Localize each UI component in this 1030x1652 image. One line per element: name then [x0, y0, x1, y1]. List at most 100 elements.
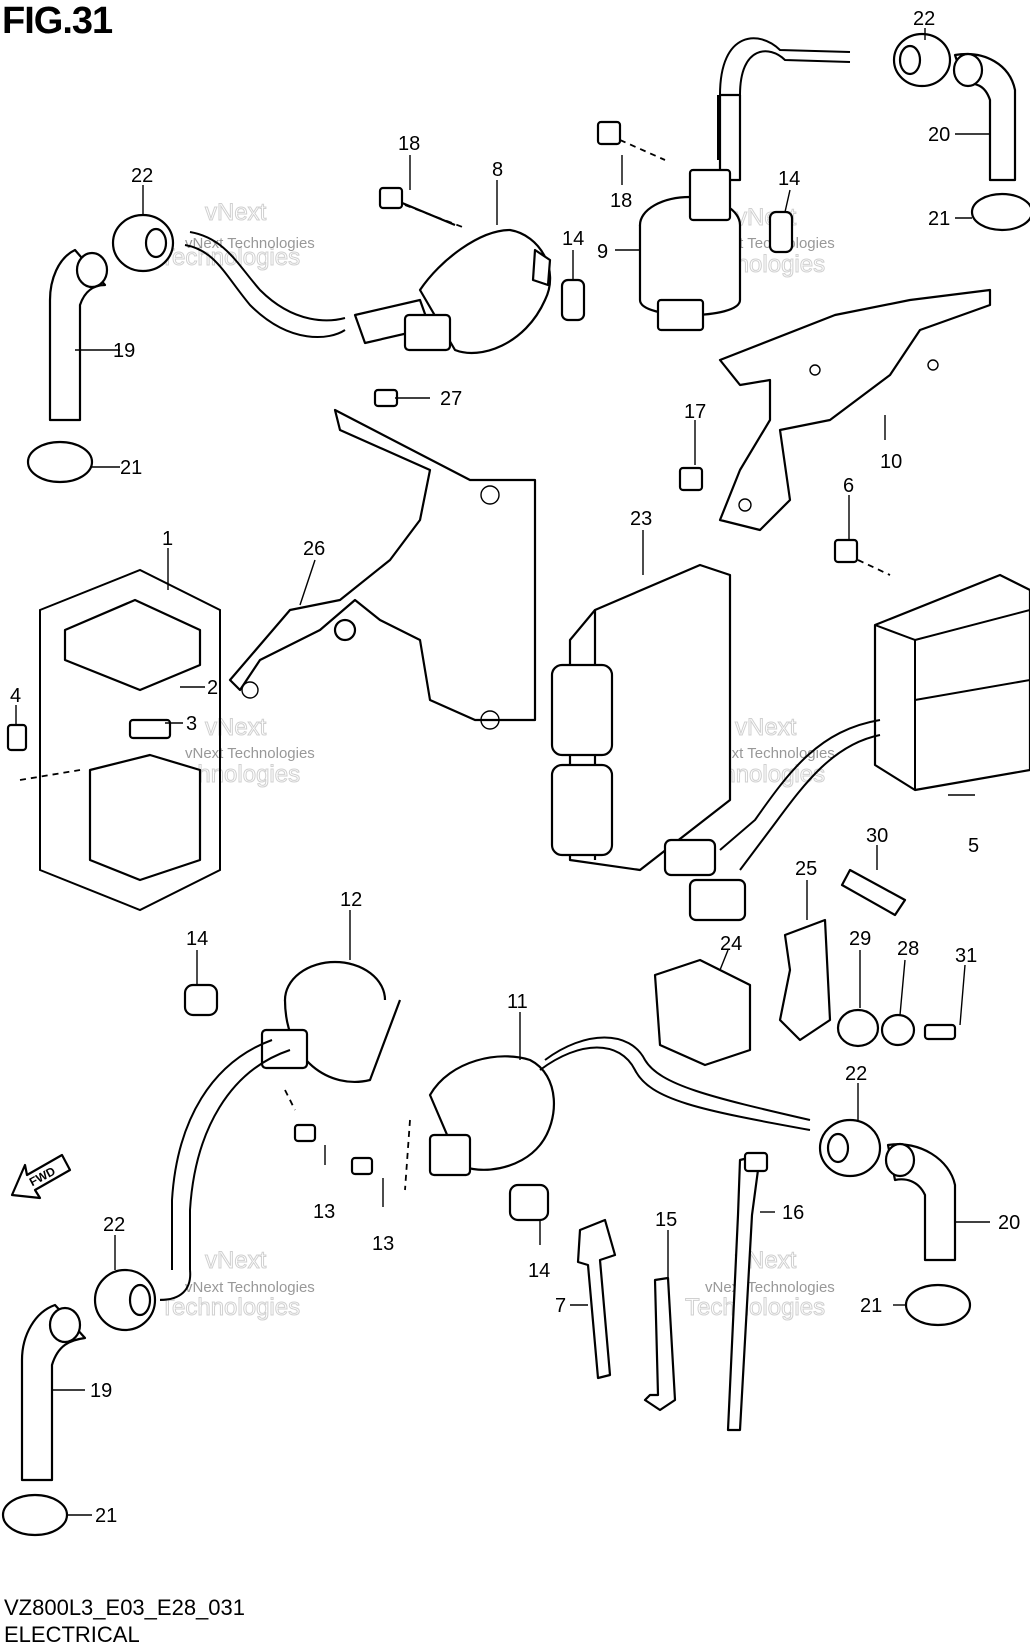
spacer-30: [840, 868, 907, 917]
part-bracket-10: [678, 288, 992, 532]
callout-14: 14: [186, 928, 208, 950]
callout-14: 14: [562, 228, 584, 250]
watermark-large-2: Technologies: [160, 1294, 300, 1321]
leader-lines: [15, 28, 990, 1516]
watermark-large-1: vNext: [205, 199, 267, 226]
callout-3: 3: [186, 713, 197, 735]
spacer-14-bottom: [508, 1183, 550, 1222]
seal-21-left-top: [26, 440, 94, 484]
part-relay-assembly-1: [6, 568, 221, 912]
watermark-small: vNext Technologies: [185, 745, 315, 762]
callout-22: 22: [103, 1214, 125, 1236]
figure-title: FIG.31: [2, 0, 113, 42]
part-plug-cap-19-top: [26, 213, 346, 484]
watermark-large-2: Technologies: [160, 244, 300, 271]
collar-28: [880, 1013, 916, 1047]
callout-23: 23: [630, 508, 652, 530]
callout-14: 14: [528, 1260, 550, 1282]
callout-17: 17: [684, 401, 706, 423]
callout-22: 22: [845, 1063, 867, 1085]
spacer-14-mid: [560, 278, 586, 322]
callout-18: 18: [398, 133, 420, 155]
callout-29: 29: [849, 928, 871, 950]
callout-11: 11: [507, 991, 528, 1013]
callout-10: 10: [880, 451, 902, 473]
watermark-large-2: Technologies: [685, 1294, 825, 1321]
callout-4: 4: [10, 685, 21, 707]
connector-24: [653, 958, 752, 1067]
bolt-18-right-head: [596, 120, 622, 146]
seal-21-bottom-right: [904, 1283, 972, 1327]
part-ecm-23: [550, 563, 732, 872]
fwd-arrow: FWD: [10, 1153, 72, 1200]
plug-cap-19-bottom: [20, 1303, 87, 1482]
callout-2: 2: [207, 677, 218, 699]
callout-21: 21: [860, 1295, 882, 1317]
watermark-small: vNext Technologies: [185, 1279, 315, 1296]
watermark-large-1: vNext: [205, 714, 267, 741]
seal-21-bottom-left: [1, 1493, 69, 1537]
callout-7: 7: [555, 1295, 566, 1317]
diagram-code: VZ800L3_E03_E28_031: [4, 1595, 245, 1620]
callout-13: 13: [372, 1233, 394, 1255]
bolt-13-a-head: [293, 1123, 317, 1143]
seal-21-top: [970, 192, 1030, 232]
part-plug-cap-19-bottom: [1, 1268, 192, 1537]
watermark-small: vNext Technologies: [185, 235, 315, 252]
callout-20: 20: [928, 124, 950, 146]
clamp-15: [643, 1276, 677, 1412]
callout-5: 5: [968, 835, 979, 857]
callout-21: 21: [928, 208, 950, 230]
part-ignition-coil-9: [560, 95, 794, 332]
callout-19: 19: [90, 1380, 112, 1402]
bracket-25: [778, 918, 832, 1042]
watermark-large-1: vNext: [735, 714, 797, 741]
callout-20: 20: [998, 1212, 1020, 1234]
callout-22: 22: [131, 165, 153, 187]
bolt-31: [923, 1023, 957, 1041]
callout-21: 21: [120, 457, 142, 479]
callout-28: 28: [897, 938, 919, 960]
grommet-29: [836, 1008, 880, 1048]
screw-27-head: [373, 388, 399, 408]
clamp-7: [576, 1218, 617, 1380]
bolt-13-b-head: [350, 1156, 374, 1176]
callout-8: 8: [492, 159, 503, 181]
part-small-hardware: [653, 868, 957, 1067]
part-plug-cap-20-bottom: [818, 1118, 972, 1327]
watermark-small: vNext Technologies: [705, 1279, 835, 1296]
part-ignition-coil-12: [171, 960, 402, 1270]
bolt-17-head: [678, 466, 704, 492]
callout-30: 30: [866, 825, 888, 847]
callout-15: 15: [655, 1209, 677, 1231]
watermark-large-1: vNext: [205, 1247, 267, 1274]
callout-6: 6: [843, 475, 854, 497]
callout-22: 22: [913, 8, 935, 30]
part-ignition-coil-8: [353, 186, 552, 354]
diagram-section-label: ELECTRICAL: [4, 1622, 140, 1647]
spacer-14-right: [768, 210, 794, 254]
part-regulator-5: [663, 538, 1030, 922]
bolt-4: [6, 723, 28, 752]
watermark-small: vNext Technologies: [705, 745, 835, 762]
callout-9: 9: [597, 241, 608, 263]
callout-1: 1: [162, 528, 173, 550]
callout-12: 12: [340, 889, 362, 911]
callout-31: 31: [955, 945, 977, 967]
bolt-6-head: [833, 538, 859, 564]
part-plug-cap-20-top: [718, 32, 1030, 232]
callout-18: 18: [610, 190, 632, 212]
callout-25: 25: [795, 858, 817, 880]
callout-24: 24: [720, 933, 742, 955]
callout-21: 21: [95, 1505, 117, 1527]
part-bracket-26: [228, 388, 537, 730]
bolt-18-head: [378, 186, 404, 210]
spacer-14-left: [183, 983, 219, 1017]
callout-26: 26: [303, 538, 325, 560]
callout-19: 19: [113, 340, 135, 362]
callout-27: 27: [440, 388, 462, 410]
callout-16: 16: [782, 1202, 804, 1224]
callout-14: 14: [778, 168, 800, 190]
part-clamps: [576, 1151, 769, 1432]
